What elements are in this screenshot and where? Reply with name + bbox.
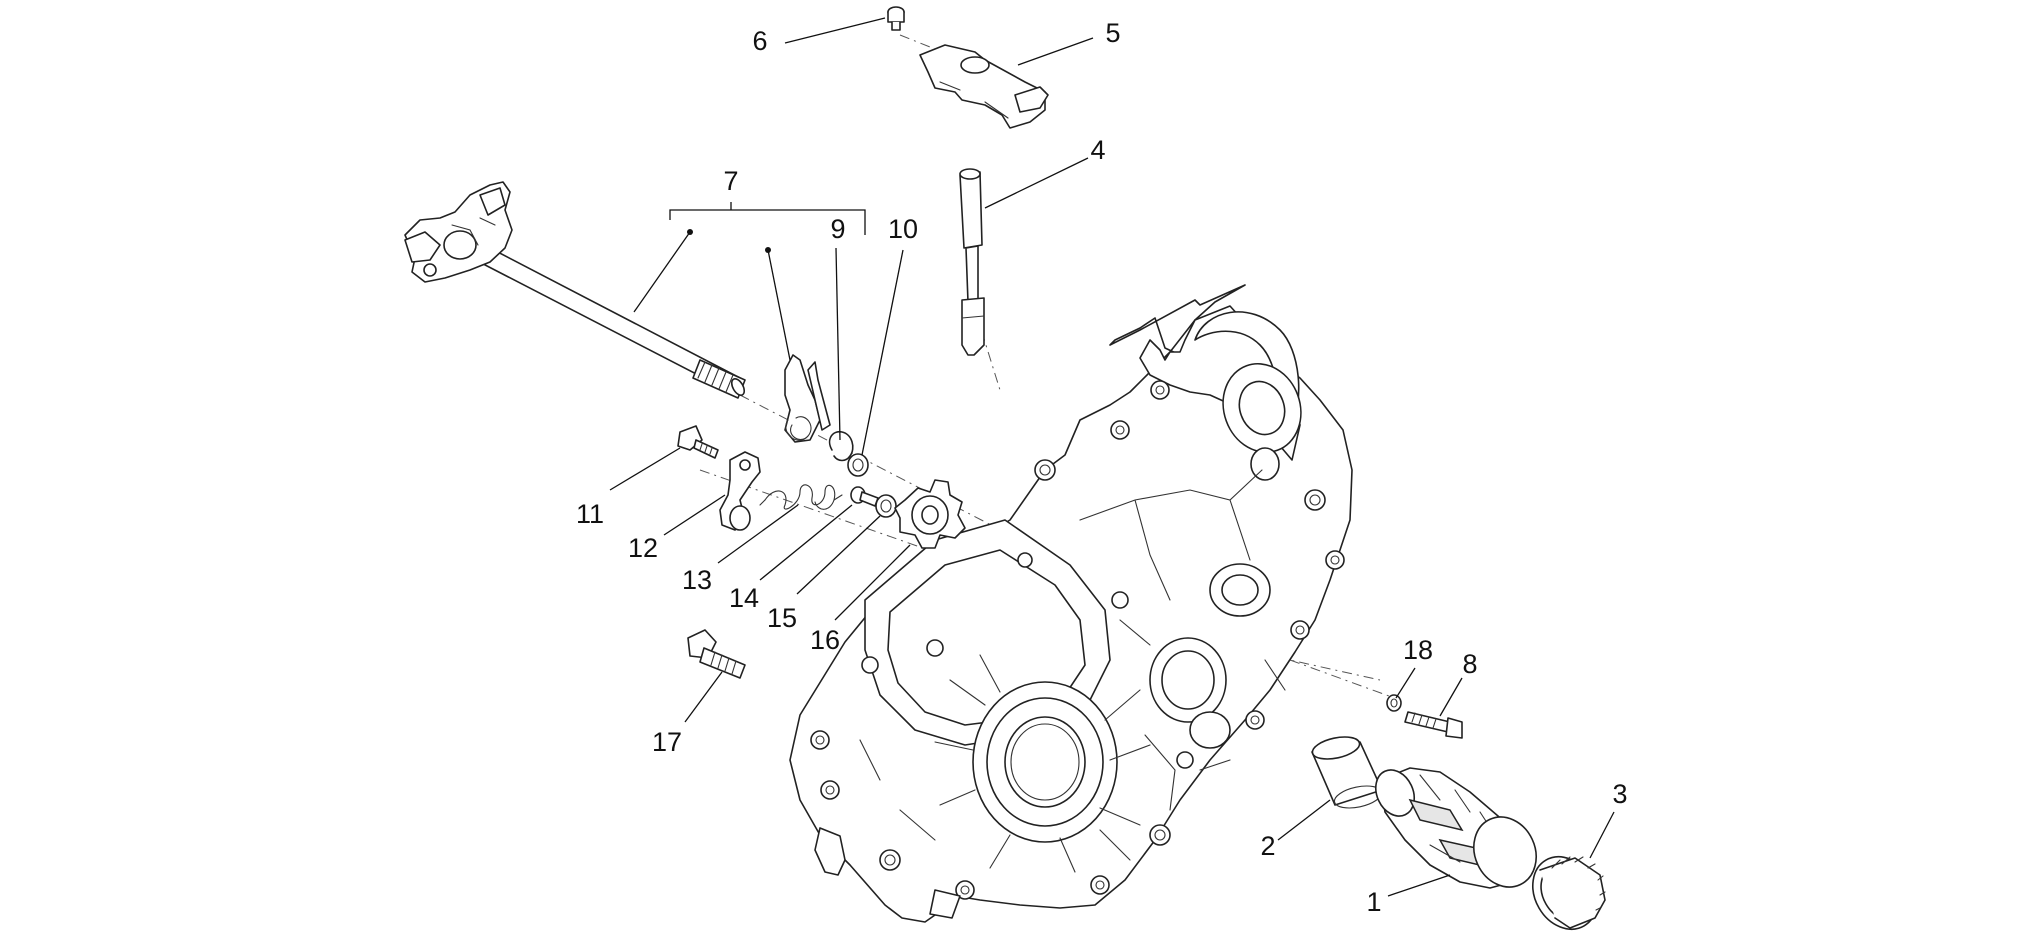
part-15-washer [875, 494, 897, 518]
crankcase-half [789, 284, 1353, 923]
callout-13: 13 [682, 565, 712, 595]
part-4-selector-rod [959, 168, 985, 356]
part-17-stud [687, 629, 746, 679]
leader-4 [984, 157, 1089, 209]
leader-dot-7a [687, 229, 693, 235]
part-11-bolt [677, 425, 719, 459]
part-9-circlip [828, 430, 854, 462]
leader-9 [835, 247, 841, 441]
callout-11: 11 [576, 499, 604, 529]
callout-17: 17 [652, 727, 682, 757]
callout-1: 1 [1366, 887, 1381, 917]
leader-7b [767, 249, 791, 361]
part-13-spring [759, 484, 843, 510]
callout-14: 14 [729, 583, 759, 613]
part-10-washer [847, 453, 869, 477]
leader-2 [1277, 799, 1331, 841]
callout-7: 7 [723, 166, 738, 196]
callout-10: 10 [888, 214, 918, 244]
callout-18: 18 [1403, 635, 1433, 665]
leader-15 [796, 515, 881, 595]
callout-labels: 1 2 3 4 5 6 7 8 9 10 11 12 13 14 15 16 1… [576, 18, 1628, 917]
callout-9: 9 [830, 214, 845, 244]
crankcase-bolt-bosses [810, 380, 1345, 900]
callout-2: 2 [1260, 831, 1275, 861]
part-1-selector-drum [1374, 767, 1537, 889]
leader-11 [609, 447, 681, 491]
part-7-gear-shift-shaft [404, 181, 746, 399]
part-16-star-cam [894, 479, 966, 549]
leader-6 [784, 17, 886, 44]
leader-7-bracket [669, 202, 866, 235]
part-18-washer [1386, 694, 1402, 712]
callout-12: 12 [628, 533, 658, 563]
leader-5 [1017, 37, 1094, 66]
part-2-bushing [1311, 736, 1383, 809]
leader-17 [684, 671, 723, 723]
callout-3: 3 [1612, 779, 1627, 809]
callout-15: 15 [767, 603, 797, 633]
leader-16 [834, 544, 911, 621]
leader-7a [633, 231, 691, 313]
part-6-screw [887, 6, 905, 31]
part-5-selector-lever [919, 44, 1049, 129]
callout-5: 5 [1105, 18, 1120, 48]
leader-14 [759, 504, 853, 581]
part-12-detent-lever [719, 451, 761, 531]
leader-18 [1395, 667, 1416, 699]
part-8-bolt [1404, 711, 1463, 739]
leader-1 [1387, 874, 1451, 897]
leader-10 [861, 249, 904, 456]
part-9-return-spring [784, 354, 831, 443]
part-14-screw [850, 486, 879, 507]
callout-16: 16 [810, 625, 840, 655]
leader-lines [609, 17, 1615, 897]
leader-12 [663, 494, 726, 536]
part-3-needle-bearing [1532, 856, 1606, 930]
callout-8: 8 [1462, 649, 1477, 679]
leader-dot-7b [765, 247, 771, 253]
callout-6: 6 [752, 26, 767, 56]
callout-4: 4 [1090, 135, 1105, 165]
leader-8 [1439, 677, 1463, 717]
leader-13 [717, 504, 799, 564]
leader-3 [1589, 811, 1615, 859]
